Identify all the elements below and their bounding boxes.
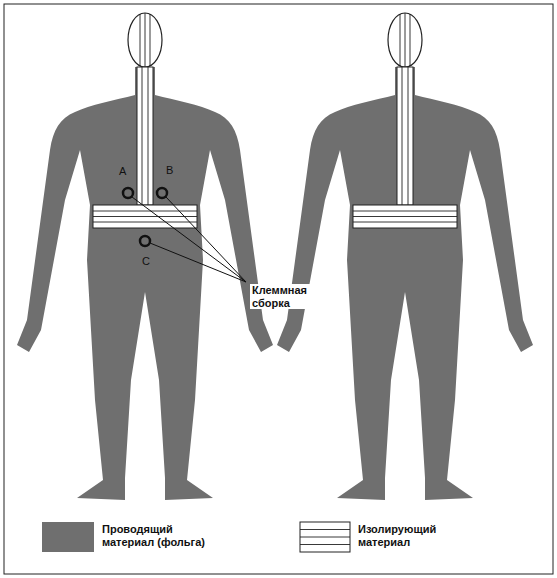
legend-swatch bbox=[42, 522, 94, 552]
suit-figure bbox=[277, 13, 533, 500]
callout-label: Клеммная сборка bbox=[250, 284, 332, 309]
legend-text: Проводящий материал (фольга) bbox=[102, 523, 220, 548]
terminal-ring bbox=[123, 188, 167, 246]
suit-figure bbox=[17, 13, 273, 500]
terminal-letter: B bbox=[166, 164, 173, 177]
legend-text: Изолирующий материал bbox=[358, 523, 450, 548]
terminal-letter: C bbox=[142, 255, 150, 268]
leader-line bbox=[132, 197, 246, 282]
terminal-letter: A bbox=[119, 165, 126, 178]
insulating-swatch bbox=[300, 522, 350, 552]
